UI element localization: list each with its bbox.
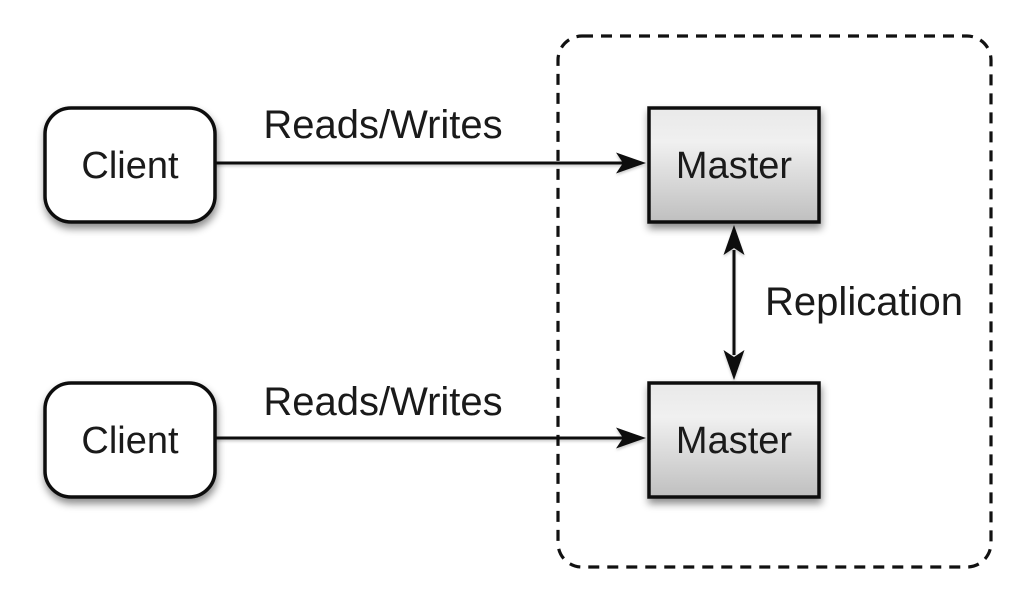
master-top-box	[647, 106, 821, 224]
arrowhead-down-icon	[723, 350, 745, 380]
edge-reads-writes-top	[216, 152, 646, 174]
client-bottom-label: Client	[81, 420, 179, 462]
arrowhead-right-icon	[616, 427, 646, 449]
master-bottom-box	[647, 381, 821, 499]
master-bottom-node: Master	[647, 381, 821, 499]
client-bottom-box	[43, 381, 217, 499]
client-bottom-node: Client	[43, 381, 217, 499]
reads-writes-bottom-label: Reads/Writes	[263, 380, 502, 424]
master-top-label: Master	[676, 145, 792, 187]
masters-group-boundary	[556, 34, 993, 569]
arrowhead-up-icon	[723, 225, 745, 255]
master-top-node: Master	[647, 106, 821, 224]
client-top-label: Client	[81, 145, 179, 187]
edge-replication	[723, 225, 745, 380]
client-top-node: Client	[43, 106, 217, 224]
arrowhead-right-icon	[616, 152, 646, 174]
edge-reads-writes-bottom	[216, 427, 646, 449]
client-top-box	[43, 106, 217, 224]
reads-writes-top-label: Reads/Writes	[263, 103, 502, 147]
replication-label: Replication	[765, 280, 963, 324]
master-bottom-label: Master	[676, 420, 792, 462]
